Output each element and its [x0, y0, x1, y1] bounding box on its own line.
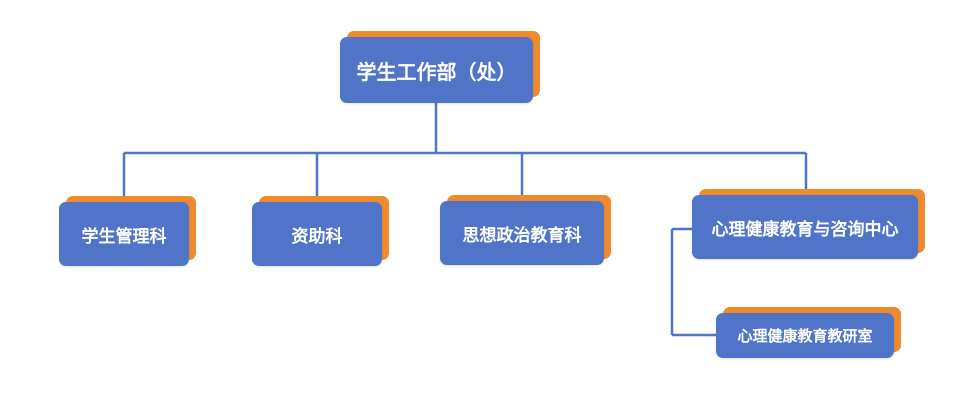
root-node: 学生工作部（处）	[340, 37, 533, 103]
department-node-student-management: 学生管理科	[59, 202, 189, 266]
sub-unit-label: 心理健康教育教研室	[737, 327, 873, 345]
department-label: 思想政治教育科	[462, 225, 582, 246]
department-label: 心理健康教育与咨询中心	[711, 219, 899, 240]
department-node-mental-health-center: 心理健康教育与咨询中心	[692, 195, 918, 259]
department-node-financial-aid: 资助科	[252, 202, 382, 266]
department-node-political-education: 思想政治教育科	[440, 201, 604, 265]
sub-unit-node-teaching-office: 心理健康教育教研室	[716, 313, 894, 358]
department-label: 学生管理科	[81, 226, 167, 247]
department-label: 资助科	[291, 226, 343, 247]
root-node-label: 学生工作部（处）	[356, 59, 517, 84]
